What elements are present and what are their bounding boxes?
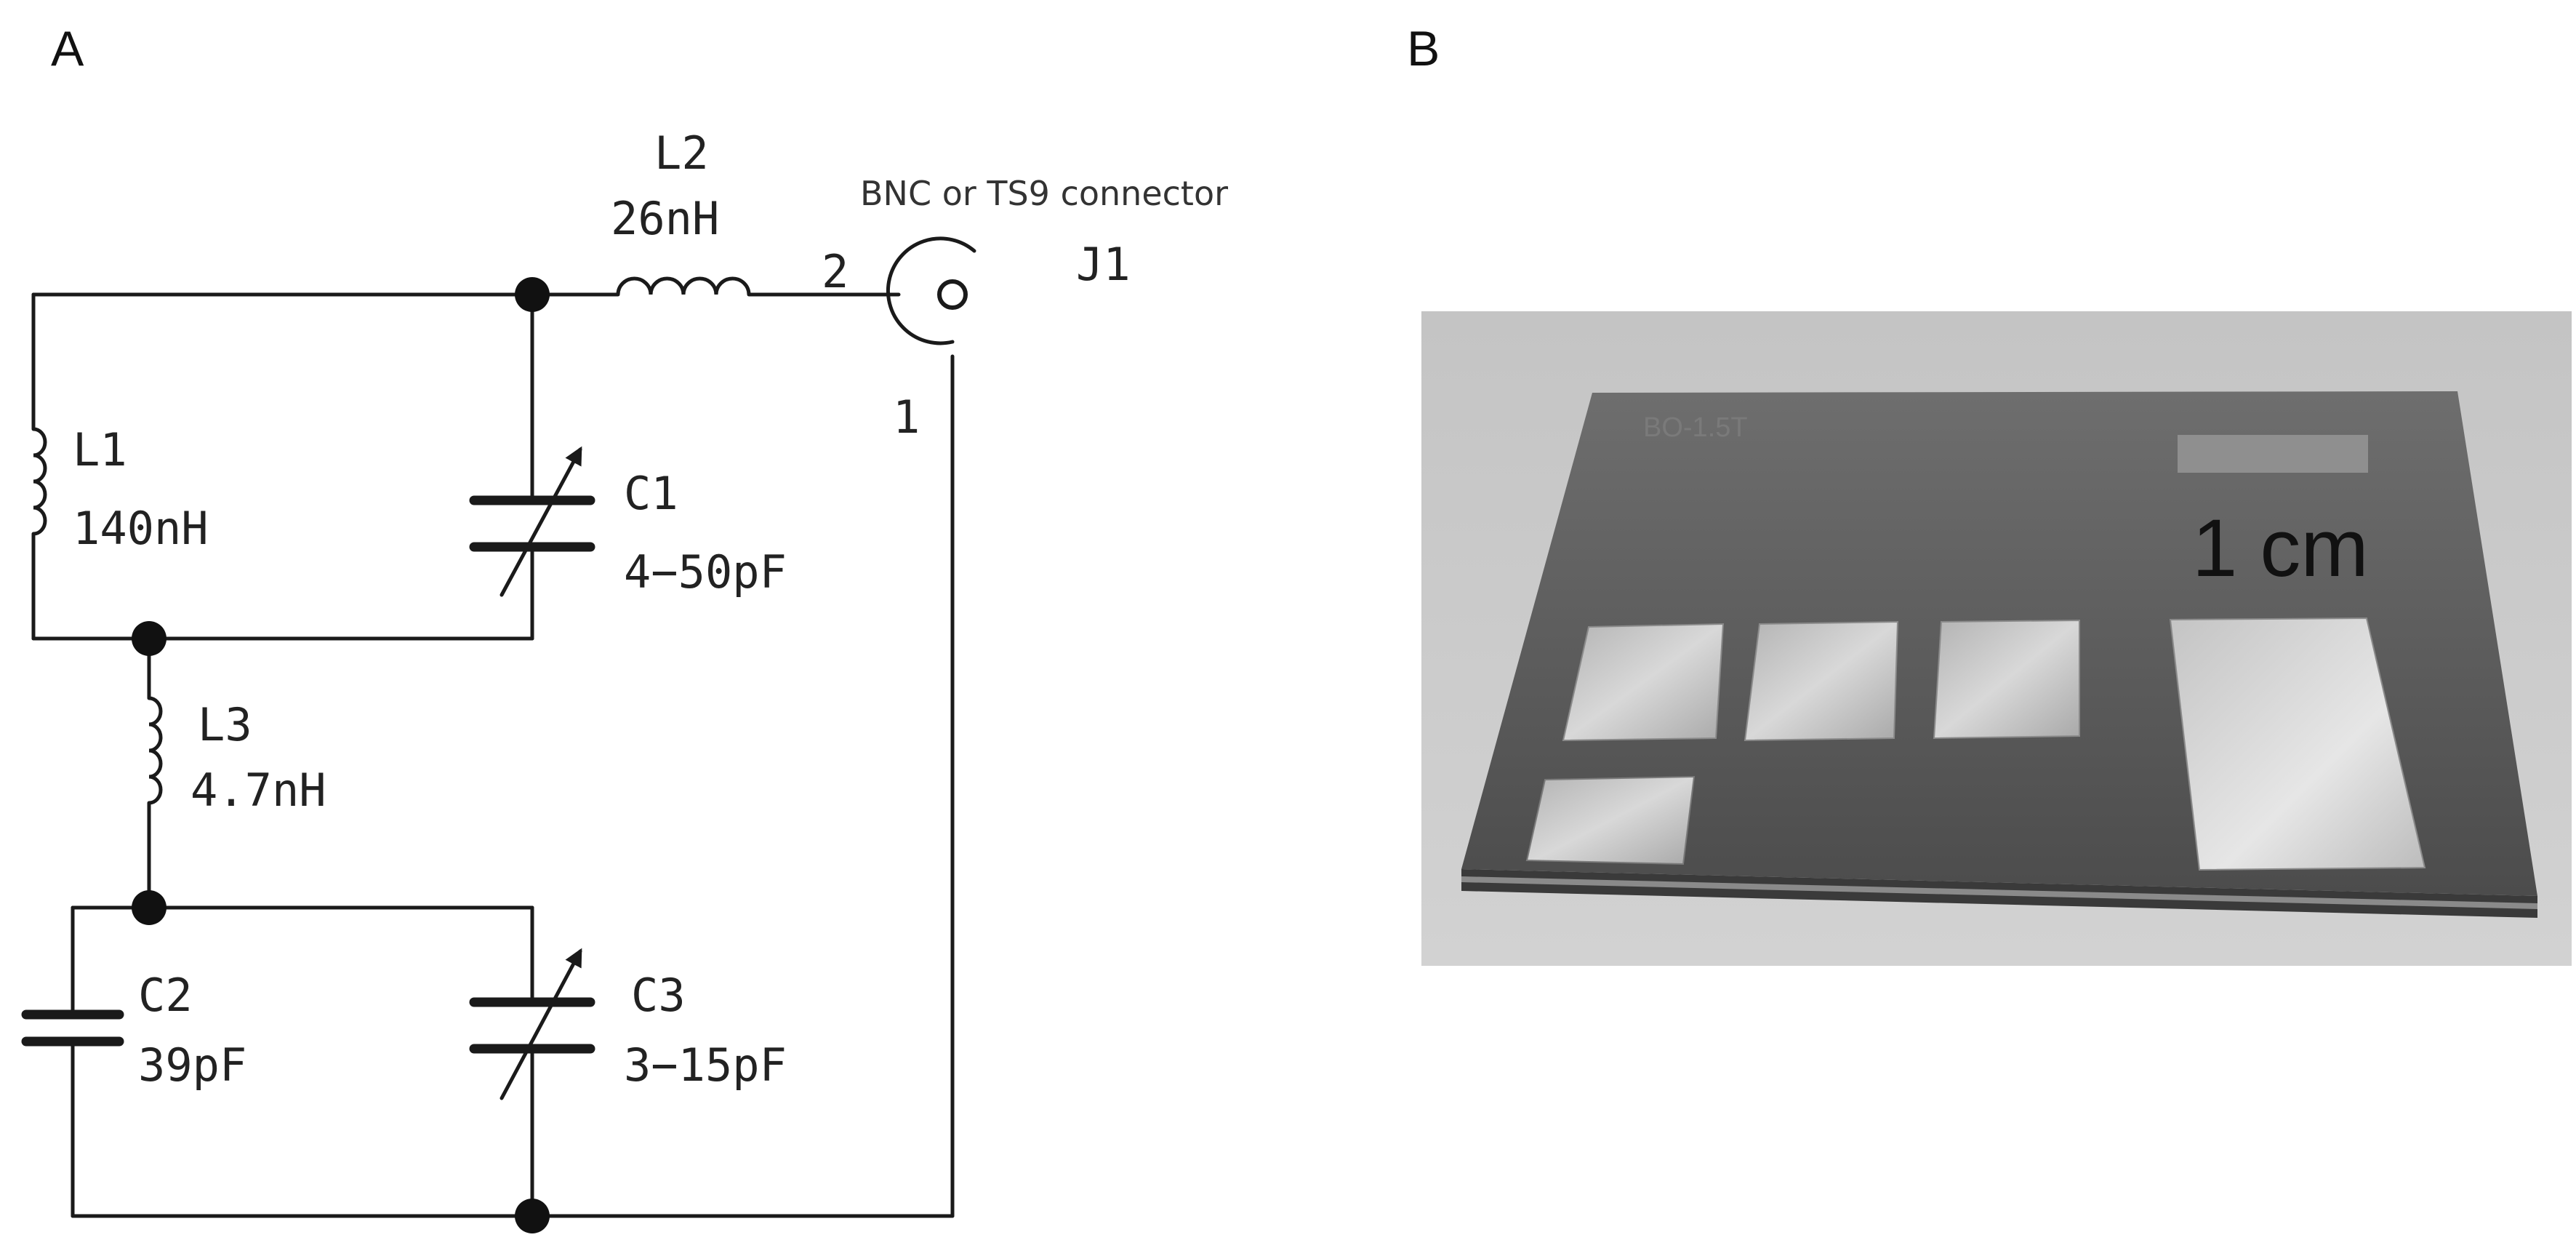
scale-bar (2178, 435, 2368, 473)
inductor-l3-symbol (148, 696, 163, 805)
board-marking: BO-1.5T (1643, 412, 1748, 443)
inductor-l2-symbol (616, 276, 751, 295)
connector-note: BNC or TS9 connector (860, 174, 1228, 213)
panel-b-label: B (1407, 21, 1440, 76)
junction-node-top (515, 277, 550, 312)
bnc-connector-symbol (886, 236, 976, 345)
connector-pin-2: 2 (822, 245, 848, 298)
metal-pad-3 (1933, 619, 2080, 740)
connector-pin-1: 1 (893, 391, 920, 444)
capacitor-c1-variable-arrow (499, 446, 582, 597)
l2-value: 26nH (611, 192, 719, 245)
junction-node-lower (132, 890, 166, 925)
scale-bar-label: 1 cm (2192, 503, 2369, 593)
board-edge-light (1461, 876, 2537, 909)
board-photo: BO-1.5T 1 cm (1421, 311, 2572, 966)
l3-value: 4.7nH (190, 764, 326, 817)
c2-ref: C2 (138, 969, 193, 1022)
metal-pad-4 (1525, 775, 1696, 865)
l1-ref: L1 (73, 423, 127, 476)
c1-ref: C1 (624, 467, 678, 520)
c3-ref: C3 (631, 969, 686, 1022)
l1-value: 140nH (73, 502, 209, 555)
metal-pad-large (2169, 617, 2426, 871)
l3-ref: L3 (198, 698, 252, 751)
c3-value: 3−15pF (624, 1039, 787, 1092)
metal-pad-1 (1562, 623, 1725, 742)
c1-value: 4−50pF (624, 545, 787, 599)
junction-node-middle (132, 621, 166, 656)
capacitor-c3-variable-arrow (499, 948, 582, 1100)
panel-a-label: A (51, 21, 84, 76)
connector-ref: J1 (1076, 238, 1131, 291)
l2-ref: L2 (654, 127, 709, 180)
inductor-l1-symbol (33, 427, 47, 536)
schematic: L2 26nH BNC or TS9 connector J1 2 1 L1 1… (21, 127, 1228, 1233)
c2-value: 39pF (138, 1039, 246, 1092)
junction-node-bottom (515, 1199, 550, 1233)
metal-pad-2 (1744, 620, 1899, 742)
